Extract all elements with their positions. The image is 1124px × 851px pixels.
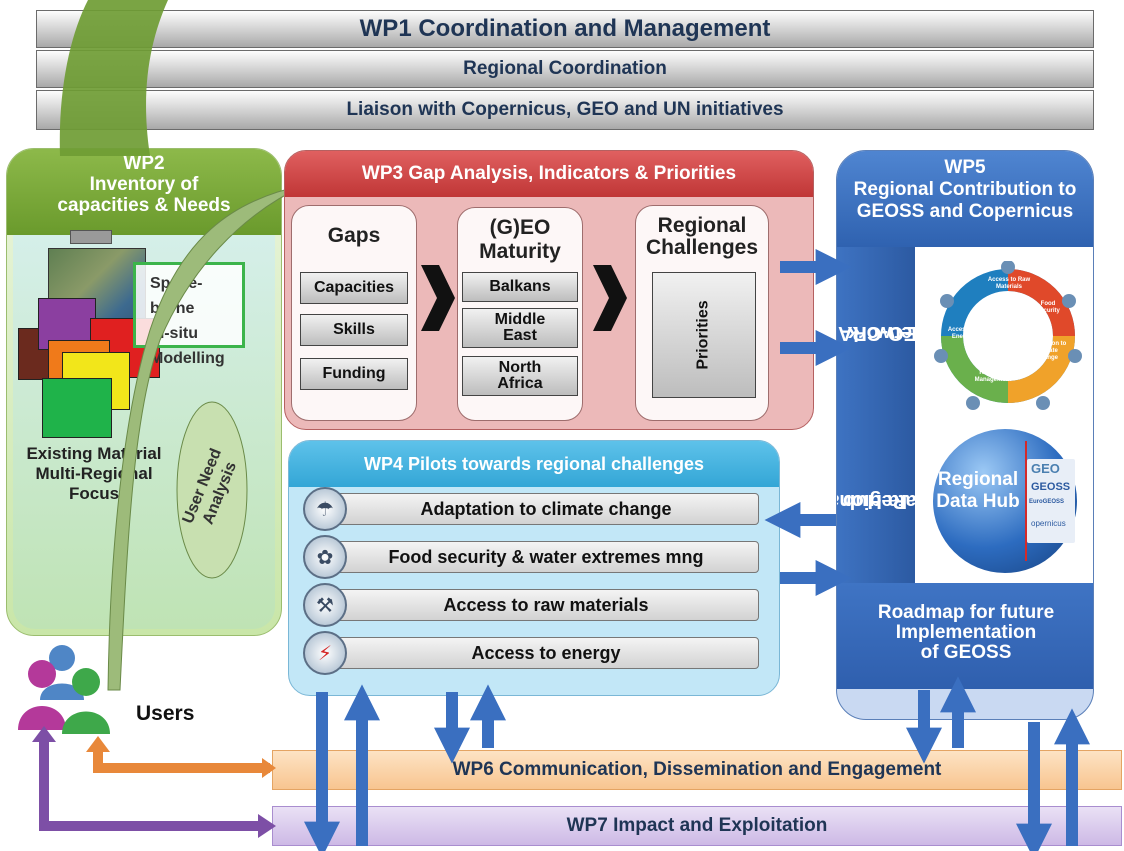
regional-coordination-label: Regional Coordination <box>463 58 667 79</box>
geo-logo-text: GEO <box>1031 461 1060 476</box>
users-icon <box>18 645 110 734</box>
wp3-title: WP3 Gap Analysis, Indicators & Prioritie… <box>361 163 737 184</box>
roadmap-line2: Implementation <box>895 622 1037 643</box>
users-label: Users <box>136 702 195 725</box>
curved-arrow-wp1-to-wp2 <box>59 0 168 156</box>
user-need-callout <box>107 184 306 691</box>
wp2-title-line2: capacities & Needs <box>57 195 231 216</box>
data-hub-sphere: Regional Data Hub GEO GEOSS EuroGEOSS op… <box>933 429 1077 573</box>
data-hub-badge-line1: Regional <box>937 469 1019 490</box>
priorities-box: Priorities <box>652 272 756 398</box>
pilot-food-security: Food security & water extremes mng <box>333 541 759 573</box>
pilot-adaptation: Adaptation to climate change <box>333 493 759 525</box>
roadmap-line3: of GEOSS <box>920 642 1012 663</box>
wp5-title-line2: GEOSS and Copernicus <box>856 201 1074 222</box>
maturity-title-line1: (G)EO <box>489 216 551 239</box>
funding-cell: Funding <box>300 358 408 390</box>
wp5-title-line1: Regional Contribution to <box>853 179 1077 200</box>
wp6-title: WP6 Communication, Dissemination and Eng… <box>452 759 942 780</box>
wp3-header: WP3 Gap Analysis, Indicators & Prioritie… <box>285 151 813 197</box>
capacities-cell: Capacities <box>300 272 408 304</box>
challenges-title-line2: Challenges <box>645 236 759 259</box>
wp1-regional-coordination-bar: Regional Coordination <box>36 50 1094 88</box>
wp7-bar: WP7 Impact and Exploitation <box>272 806 1122 846</box>
wp1-liaison-bar: Liaison with Copernicus, GEO and UN init… <box>36 90 1094 130</box>
skills-cell: Skills <box>300 314 408 346</box>
data-hub-badge-line2: Data Hub <box>936 491 1020 512</box>
wheel-item-water: Water Resource Management <box>974 363 1012 383</box>
wp4-header: WP4 Pilots towards regional challenges <box>289 441 779 487</box>
raw-materials-icon: ⚒ <box>303 583 347 627</box>
wp6-bar: WP6 Communication, Dissemination and Eng… <box>272 750 1122 790</box>
wp1-title: WP1 Coordination and Management <box>359 15 771 42</box>
modelling-label: Modelling <box>150 350 225 367</box>
pilot-raw-materials: Access to raw materials <box>333 589 759 621</box>
wp3-panel: WP3 Gap Analysis, Indicators & Prioritie… <box>284 150 814 430</box>
network-wheel-icon <box>934 261 1082 410</box>
hub-logos: GEO GEOSS EuroGEOSS opernicus <box>1027 459 1075 543</box>
gaps-column: Gaps Capacities Skills Funding <box>291 205 417 421</box>
maturity-title-line2: Maturity <box>479 240 561 263</box>
middle-east-cell: Middle East <box>462 308 578 348</box>
balkans-cell: Balkans <box>462 272 578 302</box>
food-water-icon: ✿ <box>303 535 347 579</box>
challenges-column: Regional Challenges Priorities <box>635 205 769 421</box>
challenges-title-line1: Regional <box>657 214 747 237</box>
roadmap-box: Roadmap for future Implementation of GEO… <box>837 583 1093 689</box>
roadmap-line1: Roadmap for future <box>877 602 1055 623</box>
chevron-icon <box>421 265 455 331</box>
wp5-panel: WP5 Regional Contribution to GEOSS and C… <box>836 150 1094 720</box>
north-africa-cell: North Africa <box>462 356 578 396</box>
wheel-item-energy: Access to Energy <box>947 327 977 340</box>
wp2-title-line1: Inventory of <box>89 174 199 195</box>
wp2-number: WP2 <box>123 153 165 174</box>
existing-material-line3: Focus <box>68 484 120 503</box>
geoss-logo-text: GEOSS <box>1031 481 1071 493</box>
priorities-label: Priorities <box>694 300 712 370</box>
wp4-panel: WP4 Pilots towards regional challenges A… <box>288 440 780 696</box>
wheel-item-adaptation: Adaptation to Climate Change <box>1027 341 1067 361</box>
liaison-label: Liaison with Copernicus, GEO and UN init… <box>346 99 784 120</box>
geo-cradle-network-label: GEO-CRADLENetwork <box>837 247 932 419</box>
gaps-title: Gaps <box>327 224 381 247</box>
wp5-header: WP5 Regional Contribution to GEOSS and C… <box>837 151 1093 247</box>
chevron-icon <box>593 265 627 331</box>
user-need-bubble <box>176 401 248 579</box>
maturity-column: (G)EO Maturity Balkans Middle East North… <box>457 207 583 421</box>
wp1-title-bar: WP1 Coordination and Management <box>36 10 1094 48</box>
hub-red-line <box>1025 441 1027 561</box>
wheel-item-raw-materials: Access to Raw Materials <box>987 277 1031 290</box>
eurogeoss-logo-text: EuroGEOSS <box>1029 499 1065 505</box>
pilot-energy: Access to energy <box>333 637 759 669</box>
wheel-item-food-security: Food Security <box>1036 301 1060 314</box>
climate-icon: ☂ <box>303 487 347 531</box>
layer-green <box>42 378 112 438</box>
copernicus-logo-text: opernicus <box>1031 519 1066 528</box>
satellite-icon <box>70 230 112 244</box>
energy-icon: ⚡ <box>303 631 347 675</box>
wp7-title: WP7 Impact and Exploitation <box>566 815 828 836</box>
wp4-title: WP4 Pilots towards regional challenges <box>363 453 705 474</box>
wp5-number: WP5 <box>944 157 986 178</box>
